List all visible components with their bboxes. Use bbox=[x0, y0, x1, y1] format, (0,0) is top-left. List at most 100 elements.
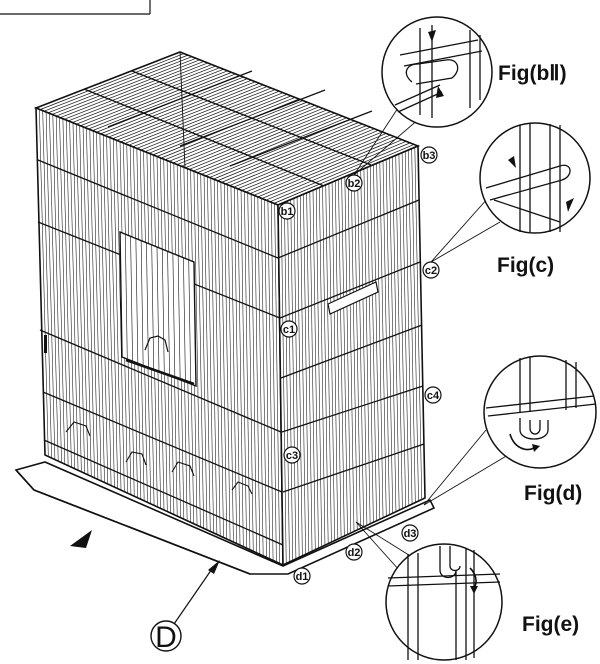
wire bbox=[411, 148, 419, 502]
wire bbox=[144, 93, 288, 152]
wire bbox=[257, 196, 264, 556]
svg-text:c2: c2 bbox=[425, 265, 437, 277]
wire bbox=[299, 195, 306, 555]
wire bbox=[72, 122, 82, 472]
wire bbox=[177, 255, 181, 380]
wire bbox=[52, 57, 196, 115]
wire bbox=[347, 175, 355, 532]
wire bbox=[257, 137, 399, 198]
wire bbox=[344, 176, 352, 534]
wire bbox=[148, 95, 292, 154]
wire bbox=[385, 159, 394, 514]
wire bbox=[92, 130, 102, 481]
fig-e-label: Fig(e) bbox=[522, 613, 579, 636]
wire bbox=[86, 128, 95, 478]
wire bbox=[250, 194, 257, 553]
wire bbox=[160, 100, 304, 159]
wire bbox=[213, 179, 221, 536]
detail-fig-e bbox=[355, 521, 503, 661]
wire bbox=[401, 152, 410, 506]
wire bbox=[64, 62, 208, 120]
point-d2: d2 bbox=[345, 543, 363, 561]
detail-fig-d bbox=[423, 355, 597, 506]
point-c4: c4 bbox=[424, 386, 442, 404]
wire bbox=[341, 178, 348, 535]
cage-door-wires bbox=[124, 234, 192, 384]
wire bbox=[60, 61, 204, 119]
wire bbox=[124, 86, 268, 144]
wire bbox=[245, 133, 387, 193]
wire bbox=[164, 101, 308, 161]
point-b1: b1 bbox=[278, 202, 296, 220]
wire bbox=[404, 151, 413, 505]
wire bbox=[260, 198, 267, 558]
wire bbox=[62, 118, 72, 468]
tray-label: D bbox=[155, 621, 177, 654]
wire bbox=[197, 172, 204, 529]
svg-text:d1: d1 bbox=[296, 571, 309, 583]
wire bbox=[100, 76, 244, 135]
fig-b2-label: Fig(bⅡ) bbox=[498, 62, 567, 85]
wire bbox=[312, 190, 319, 549]
wire bbox=[264, 199, 271, 559]
wire bbox=[220, 182, 228, 540]
bottom-tray bbox=[14, 461, 436, 575]
wire bbox=[188, 259, 192, 384]
wire bbox=[136, 90, 280, 149]
wire bbox=[306, 192, 313, 552]
fig-d-label: Fig(d) bbox=[524, 482, 582, 505]
wire bbox=[303, 194, 310, 553]
wire bbox=[177, 106, 319, 165]
wire bbox=[65, 120, 76, 469]
wire bbox=[88, 72, 232, 130]
fig-c-label: Fig(c) bbox=[497, 254, 554, 277]
svg-text:b2: b2 bbox=[348, 178, 361, 190]
wire bbox=[309, 191, 316, 550]
wire bbox=[112, 81, 256, 140]
wire bbox=[354, 172, 361, 529]
wire bbox=[116, 140, 125, 492]
wire bbox=[207, 176, 214, 533]
wire bbox=[241, 131, 383, 191]
wire bbox=[271, 202, 277, 562]
wire bbox=[47, 56, 193, 114]
header-frame bbox=[0, 0, 151, 15]
svg-text:b3: b3 bbox=[423, 150, 436, 162]
wire bbox=[244, 191, 251, 550]
wire bbox=[116, 83, 260, 141]
wire bbox=[389, 158, 397, 512]
wire bbox=[261, 139, 403, 199]
point-b3: b3 bbox=[420, 146, 438, 164]
point-d1: d1 bbox=[293, 567, 311, 585]
wire bbox=[325, 184, 332, 543]
wire bbox=[79, 125, 89, 475]
left-arrow-marker bbox=[70, 530, 92, 548]
wire bbox=[395, 155, 403, 509]
wire bbox=[205, 117, 347, 177]
wire bbox=[76, 124, 85, 474]
wire bbox=[414, 147, 423, 500]
point-b2: b2 bbox=[345, 174, 363, 192]
wire bbox=[52, 114, 62, 463]
wire bbox=[56, 59, 200, 117]
svg-text:c4: c4 bbox=[427, 390, 440, 402]
wire bbox=[398, 154, 406, 508]
wire bbox=[156, 246, 160, 372]
wire bbox=[185, 109, 327, 169]
wire bbox=[315, 188, 323, 547]
detail-fig-c bbox=[430, 122, 591, 263]
wire bbox=[290, 199, 297, 559]
wire bbox=[140, 92, 284, 151]
wire bbox=[269, 142, 411, 203]
wire bbox=[249, 134, 391, 195]
wire bbox=[247, 192, 254, 552]
wire bbox=[80, 68, 224, 127]
wire bbox=[152, 97, 296, 156]
wire bbox=[92, 73, 236, 131]
wire bbox=[82, 126, 92, 477]
wire bbox=[253, 136, 395, 196]
wire bbox=[151, 244, 155, 370]
point-markers: b1 b2 b3 c1 c2 c3 c4 d1 bbox=[278, 146, 442, 585]
wire bbox=[128, 87, 272, 146]
